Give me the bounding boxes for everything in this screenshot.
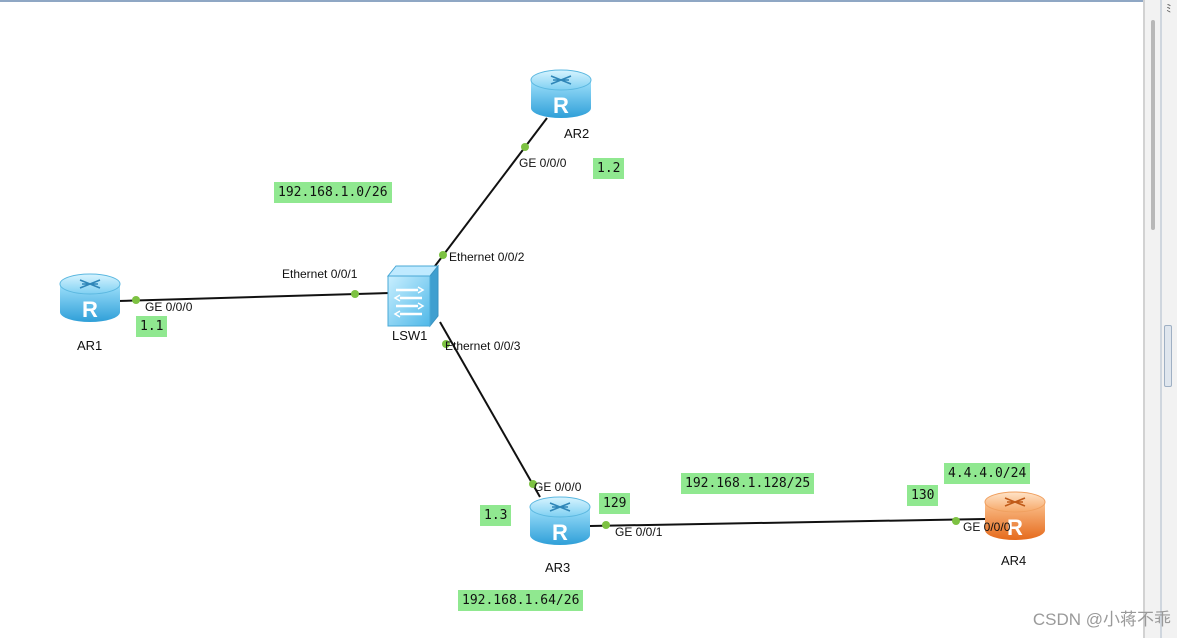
port-dot [952,517,960,525]
router-ar4-icon[interactable]: R [984,491,1046,540]
port-label-lsw1-eth002: Ethernet 0/0/2 [449,250,525,264]
port-label-ar1-ge000: GE 0/0/0 [145,300,193,314]
tag-ar1-ip: 1.1 [136,316,168,337]
port-label-lsw1-eth003: Ethernet 0/0/3 [445,339,521,353]
scrollbar-divider [1160,0,1162,638]
port-dot [442,340,450,348]
device-label-ar3: AR3 [545,560,571,575]
link-ar1-lsw1[interactable] [117,292,391,302]
port-dot [602,521,610,529]
router-ar3-icon[interactable]: R [529,496,591,545]
svg-text:R: R [552,520,568,545]
tag-ar3-p2p-ip: 129 [599,493,631,514]
tag-network-main: 192.168.1.0/26 [274,182,392,203]
switch-lsw1-icon[interactable] [386,264,440,328]
svg-text:R: R [1007,515,1023,540]
port-label-ar4-ge000: GE 0/0/0 [963,520,1011,534]
window-top-border [0,0,1145,2]
panel-collapse-handle[interactable] [1164,325,1172,387]
port-dot [529,480,537,488]
port-label-ar3-ge001: GE 0/0/1 [615,525,663,539]
port-dot [521,143,529,151]
port-dot [132,296,140,304]
port-label-lsw1-eth001: Ethernet 0/0/1 [282,267,358,281]
device-label-ar4: AR4 [1001,553,1027,568]
port-dot [351,290,359,298]
link-lsw1-ar3[interactable] [439,321,541,498]
router-ar1-icon[interactable]: R [59,273,121,322]
tag-p2p-network: 192.168.1.128/25 [681,473,815,494]
device-label-ar2: AR2 [564,126,590,141]
port-label-ar3-ge000: GE 0/0/0 [534,480,582,494]
csdn-watermark: CSDN @小蒋不乖 [1032,610,1171,629]
device-label-ar1: AR1 [77,338,103,353]
scrollbar-thumb[interactable] [1151,20,1155,230]
port-dot [439,251,447,259]
device-label-lsw1: LSW1 [392,328,428,343]
tag-ar2-ip: 1.2 [593,158,625,179]
tag-ar3-ip: 1.3 [480,505,512,526]
tag-ar4-loopback: 4.4.4.0/24 [944,463,1031,484]
link-ar3-ar4[interactable] [589,518,986,527]
svg-text:R: R [553,93,569,118]
port-label-ar2-ge000: GE 0/0/0 [519,156,567,170]
link-lsw1-ar2[interactable] [431,117,548,271]
svg-text:R: R [82,297,98,322]
corner-glyph: ﾐ [1166,3,1172,15]
tag-ar4-p2p-ip: 130 [907,485,939,506]
router-ar2-icon[interactable]: R [530,69,592,118]
tag-ar3-lan: 192.168.1.64/26 [458,590,584,611]
